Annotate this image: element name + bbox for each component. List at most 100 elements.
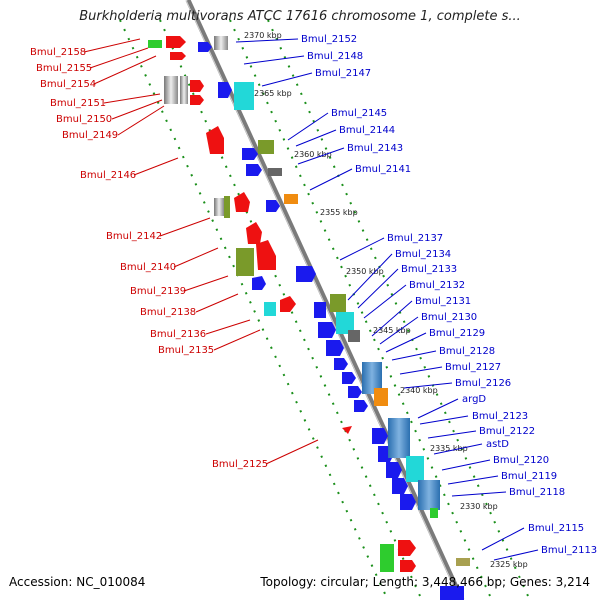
kbp-tick: 2370 kbp bbox=[244, 31, 282, 40]
gene-glyph bbox=[214, 198, 224, 216]
gene-label: Bmul_2118 bbox=[509, 487, 565, 498]
gene-glyph bbox=[166, 36, 186, 48]
gene-label: Bmul_2142 bbox=[106, 231, 162, 242]
gene-glyph bbox=[148, 40, 162, 48]
chromosome-backbone bbox=[185, 0, 465, 600]
accession-text: Accession: NC_010084 bbox=[9, 575, 146, 589]
gene-glyph bbox=[456, 558, 470, 566]
leader-line bbox=[419, 415, 469, 425]
leader-line bbox=[83, 38, 141, 53]
leader-line bbox=[385, 332, 427, 353]
leader-line bbox=[391, 350, 437, 361]
gene-glyph bbox=[264, 302, 276, 316]
gene-glyph bbox=[388, 418, 410, 458]
gene-label: Bmul_2134 bbox=[395, 249, 451, 260]
leader-line bbox=[447, 475, 499, 485]
gene-glyph bbox=[348, 330, 360, 342]
gene-label: Bmul_2144 bbox=[339, 125, 395, 136]
gene-glyph bbox=[214, 36, 228, 50]
kbp-tick: 2335 kbp bbox=[430, 444, 468, 453]
gene-label: Bmul_2129 bbox=[429, 328, 485, 339]
leader-line bbox=[159, 217, 211, 237]
gene-label: Bmul_2154 bbox=[40, 79, 96, 90]
gene-label: Bmul_2130 bbox=[421, 312, 477, 323]
gene-glyph bbox=[224, 196, 230, 218]
leader-line bbox=[417, 398, 459, 419]
leader-line bbox=[103, 93, 161, 104]
leader-line bbox=[371, 300, 413, 337]
leader-line bbox=[133, 157, 179, 176]
gene-glyph bbox=[170, 52, 186, 60]
gene-glyph bbox=[190, 80, 204, 92]
leader-line bbox=[427, 430, 477, 439]
gene-glyph bbox=[440, 586, 464, 600]
gene-label: Bmul_2138 bbox=[140, 307, 196, 318]
gene-glyph bbox=[418, 480, 440, 510]
leader-line bbox=[339, 237, 385, 261]
gene-label: Bmul_2137 bbox=[387, 233, 443, 244]
gene-label: Bmul_2119 bbox=[501, 471, 557, 482]
gene-glyph bbox=[198, 42, 212, 52]
gene-label: argD bbox=[462, 394, 486, 405]
gene-label: Bmul_2135 bbox=[158, 345, 214, 356]
gene-glyph bbox=[430, 508, 438, 518]
left-gene-labels: Bmul_2158 Bmul_2155 Bmul_2154 Bmul_2151 … bbox=[30, 38, 319, 470]
leader-line bbox=[297, 147, 345, 165]
kbp-tick: 2365 kbp bbox=[254, 89, 292, 98]
gene-glyph bbox=[400, 560, 416, 572]
gene-glyph bbox=[252, 276, 266, 290]
gene-glyph bbox=[348, 386, 362, 398]
gene-label: Bmul_2146 bbox=[80, 170, 136, 181]
page-title: Burkholderia multivorans ATCC 17616 chro… bbox=[79, 9, 521, 24]
gene-label: Bmul_2139 bbox=[130, 286, 186, 297]
leader-line bbox=[261, 72, 313, 87]
gene-glyph bbox=[180, 76, 188, 104]
gene-label: Bmul_2131 bbox=[415, 296, 471, 307]
gene-label: Bmul_2155 bbox=[36, 63, 92, 74]
gene-glyph bbox=[392, 478, 408, 494]
gene-label: Bmul_2150 bbox=[56, 114, 112, 125]
gene-glyph bbox=[334, 358, 348, 370]
kbp-ticks: 2370 kbp 2365 kbp 2360 kbp 2355 kbp 2350… bbox=[244, 31, 528, 569]
gene-label: Bmul_2127 bbox=[445, 362, 501, 373]
kbp-tick: 2330 kbp bbox=[460, 502, 498, 511]
leader-line bbox=[493, 549, 539, 561]
gene-glyph bbox=[318, 322, 336, 338]
gene-glyph bbox=[164, 76, 178, 104]
leader-line bbox=[379, 316, 419, 345]
gene-glyph bbox=[398, 540, 416, 556]
leader-line bbox=[403, 382, 453, 389]
gene-glyph bbox=[242, 148, 258, 160]
gene-glyph bbox=[218, 82, 232, 98]
gene-label: Bmul_2126 bbox=[455, 378, 511, 389]
gene-label: Bmul_2145 bbox=[331, 108, 387, 119]
gene-glyph bbox=[258, 140, 274, 154]
topology-summary: Topology: circular; Length: 3,448,466 bp… bbox=[260, 575, 590, 589]
gene-glyph bbox=[284, 194, 298, 204]
leader-line bbox=[235, 38, 299, 43]
gene-glyph bbox=[268, 168, 282, 176]
gene-glyph bbox=[380, 544, 394, 572]
leader-line bbox=[205, 319, 251, 335]
leader-line bbox=[173, 247, 219, 268]
gene-label: Bmul_2158 bbox=[30, 47, 86, 58]
gene-label: Bmul_2147 bbox=[315, 68, 371, 79]
leader-line bbox=[195, 293, 239, 313]
gene-glyph bbox=[336, 312, 354, 334]
leader-line bbox=[243, 55, 305, 65]
kbp-tick: 2345 kbp bbox=[373, 326, 411, 335]
gene-label: Bmul_2123 bbox=[472, 411, 528, 422]
gene-glyph bbox=[266, 200, 280, 212]
gene-label: astD bbox=[486, 439, 509, 450]
kbp-tick: 2325 kbp bbox=[490, 560, 528, 569]
gene-label: Bmul_2125 bbox=[212, 459, 268, 470]
gene-glyph bbox=[342, 372, 356, 384]
leader-line bbox=[441, 459, 491, 471]
gene-glyph bbox=[374, 388, 388, 406]
gene-glyph bbox=[362, 362, 382, 394]
right-gene-labels: Bmul_2152 Bmul_2148 Bmul_2147 Bmul_2145 … bbox=[235, 34, 597, 561]
gene-label: Bmul_2151 bbox=[50, 98, 106, 109]
leader-line bbox=[451, 491, 507, 497]
leader-line bbox=[295, 129, 337, 147]
